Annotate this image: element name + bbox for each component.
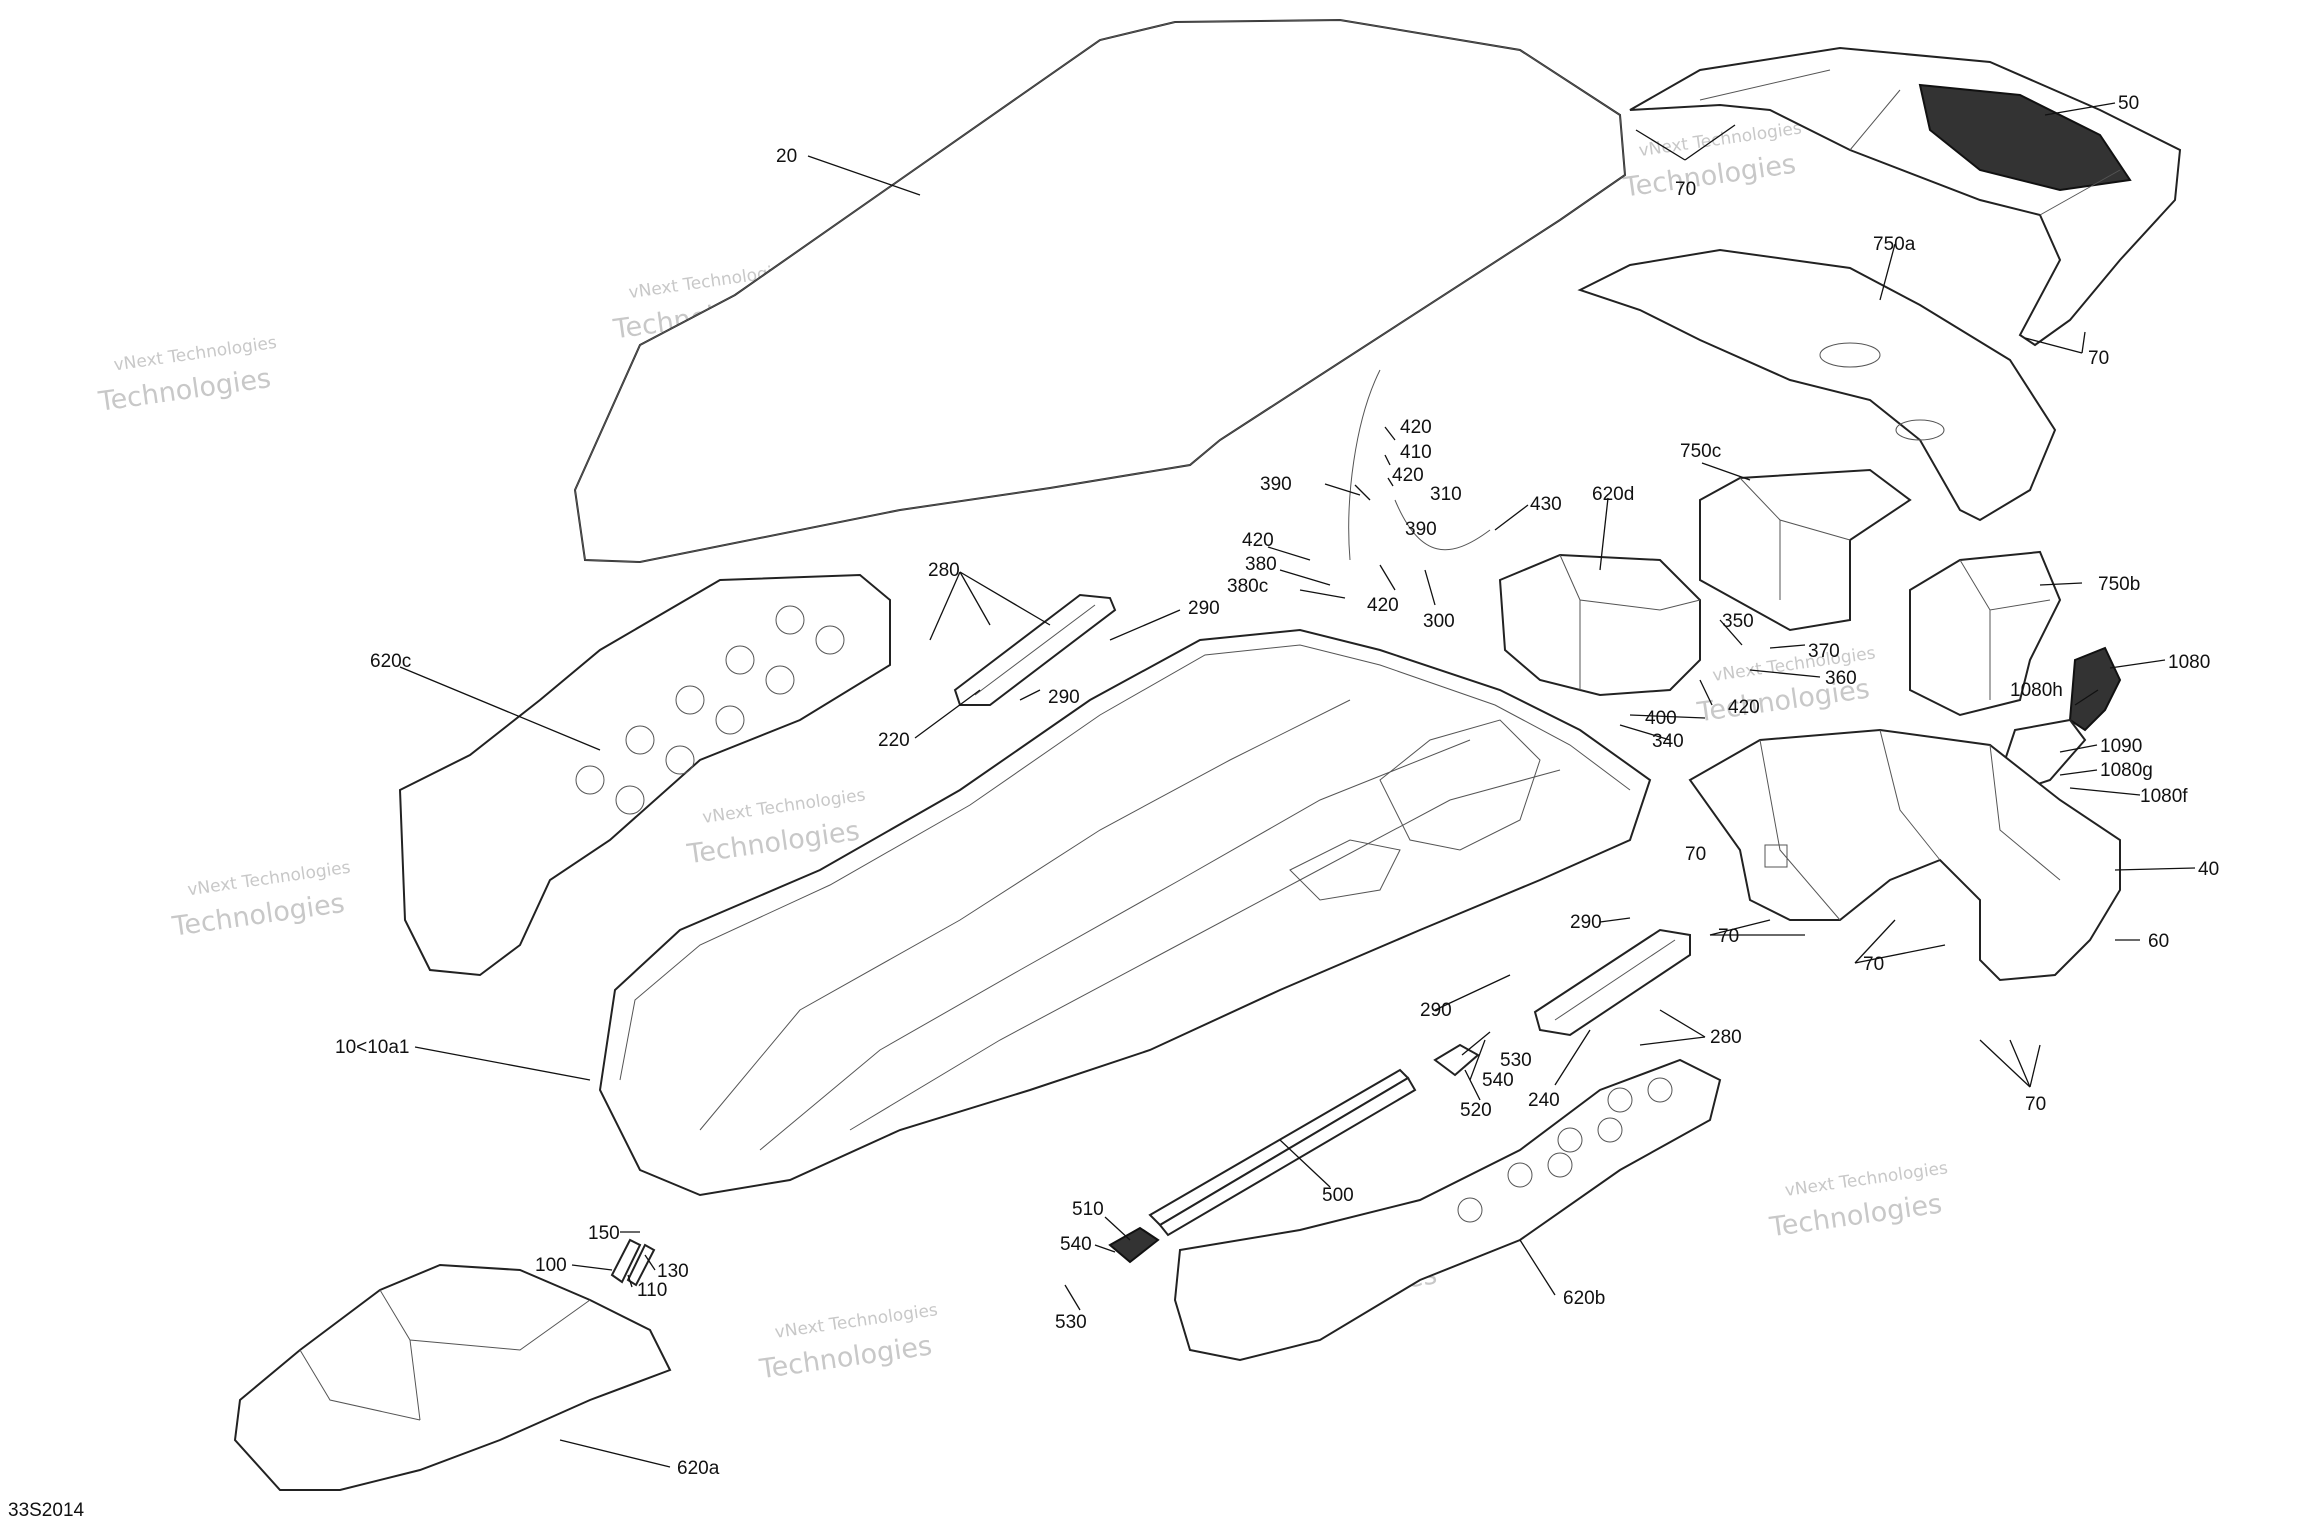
diagram-code: 33S2014 [8,1500,85,1521]
part-390-hose [1348,369,1491,561]
callout-label: 360 [1825,668,1857,689]
part-620c-foam [398,573,891,977]
callout-label: 380c [1227,576,1268,597]
part-240-bracket [1533,928,1691,1037]
callout-label: 340 [1652,731,1684,752]
callout-label: 1080 [2168,652,2210,673]
callout-label: 70 [2088,348,2109,369]
callout-label: 40 [2198,859,2219,880]
callout-label: 50 [2118,93,2139,114]
callout-label: 420 [1728,697,1760,718]
part-50-handle-cover [1629,46,2182,347]
callout-label: 10<10a1 [335,1037,410,1058]
callout-label: 280 [928,560,960,581]
part-40-rear-frame [1688,728,2121,982]
callout-label: 290 [1570,912,1602,933]
callout-label: 750b [2098,574,2140,595]
part-520-clip [1433,1043,1480,1077]
part-620a-tray [233,1263,672,1491]
callout-label: 130 [657,1261,689,1282]
callout-label: 420 [1242,530,1274,551]
callout-label: 70 [1675,179,1696,200]
callout-label: 620d [1592,484,1634,505]
part-510-clip [1108,1226,1160,1264]
callout-label: 750c [1680,441,1721,462]
callout-label: 390 [1405,519,1437,540]
callout-label: 150 [588,1223,620,1244]
callout-label: 540 [1060,1234,1092,1255]
callout-label: 420 [1392,465,1424,486]
callout-label: 290 [1188,598,1220,619]
callout-label: 420 [1367,595,1399,616]
callout-label: 410 [1400,442,1432,463]
leader-lines [399,102,2196,1468]
callout-label: 300 [1423,611,1455,632]
callout-label: 350 [1722,611,1754,632]
part-750c-cover [1699,468,1912,632]
callout-label: 70 [1685,844,1706,865]
callout-label: 70 [1718,926,1739,947]
part-500-rail [1148,1068,1417,1237]
part-100-clip [610,1238,656,1287]
part-620b-foam [1173,1058,1722,1362]
part-620d-tank [1498,553,1701,697]
callout-label: 290 [1420,1000,1452,1021]
callout-label: 1090 [2100,736,2142,757]
callout-label: 240 [1528,1090,1560,1111]
part-750a-panel [1577,248,2057,522]
callout-labels: 20 50 70 750a 70 420 410 420 310 390 390… [335,93,2219,1479]
callout-label: 220 [878,730,910,751]
part-220-bracket [953,593,1117,706]
callout-label: 280 [1710,1027,1742,1048]
callout-label: 390 [1260,474,1292,495]
callout-label: 20 [776,146,797,167]
callout-label: 1080g [2100,760,2153,781]
callout-label: 530 [1055,1312,1087,1333]
part-10-hull [598,628,1652,1197]
callout-label: 530 [1500,1050,1532,1071]
part-750b-cover [1909,550,2062,717]
callout-label: 1080f [2140,786,2188,807]
callout-label: 70 [1863,954,1884,975]
callout-label: 60 [2148,931,2169,952]
callout-label: 100 [535,1255,567,1276]
callout-label: 620b [1563,1288,1605,1309]
callout-label: 1080h [2010,680,2063,701]
callout-label: 420 [1400,417,1432,438]
callout-label: 620c [370,651,411,672]
callout-label: 70 [2025,1094,2046,1115]
callout-label: 500 [1322,1185,1354,1206]
callout-label: 370 [1808,641,1840,662]
callout-label: 540 [1482,1070,1514,1091]
callout-label: 400 [1645,708,1677,729]
part-20-seal [573,18,1627,564]
callout-label: 310 [1430,484,1462,505]
callout-label: 620a [677,1458,720,1479]
callout-label: 510 [1072,1199,1104,1220]
callout-label: 520 [1460,1100,1492,1121]
callout-label: 110 [637,1280,667,1301]
callout-label: 750a [1873,234,1916,255]
callout-label: 290 [1048,687,1080,708]
callout-label: 430 [1530,494,1562,515]
callout-label: 380 [1245,554,1277,575]
